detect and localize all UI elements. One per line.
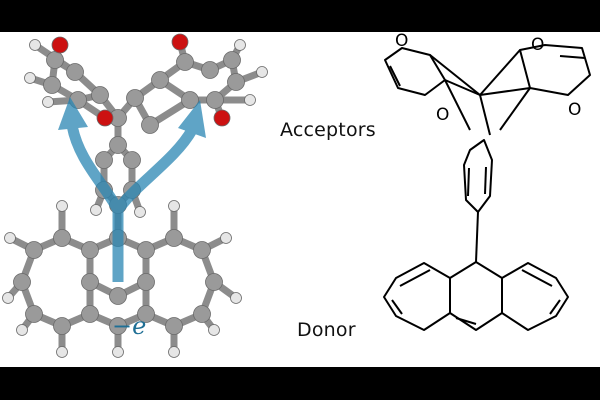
arrow-left-branch <box>66 123 123 213</box>
hydrogen-atom <box>168 346 180 358</box>
hydrogen-atom <box>234 39 246 51</box>
carbon-atom <box>201 61 219 79</box>
hydrogen-atom <box>256 66 268 78</box>
hydrogen-atom <box>208 324 220 336</box>
oxygen-label-4: O <box>568 100 581 120</box>
carbon-atom <box>227 73 245 91</box>
carbon-atom <box>123 151 141 169</box>
carbon-atom <box>25 241 43 259</box>
hydrogen-atom <box>112 346 124 358</box>
bridge-benzene-ring <box>463 139 493 213</box>
oxygen-atom <box>96 109 114 127</box>
hydrogen-atom <box>42 96 54 108</box>
carbon-atom <box>13 273 31 291</box>
top-letterbox <box>0 0 600 32</box>
oxygen-label-2: O <box>436 105 449 125</box>
hydrogen-atom <box>56 200 68 212</box>
hydrogen-atom <box>24 72 36 84</box>
carbon-atom <box>137 273 155 291</box>
carbon-atom <box>109 317 127 335</box>
hydrogen-atom <box>244 94 256 106</box>
carbon-atom <box>91 86 109 104</box>
carbon-atom <box>43 76 61 94</box>
oxygen-label-1: O <box>395 32 408 51</box>
carbon-atom <box>193 241 211 259</box>
oxygen-label-3: O <box>531 35 544 55</box>
hydrogen-atom <box>16 324 28 336</box>
hydrogen-atom <box>90 204 102 216</box>
carbon-atom <box>165 317 183 335</box>
hydrogen-atom <box>220 232 232 244</box>
carbon-atom <box>109 136 127 154</box>
carbon-atom <box>53 317 71 335</box>
anthracene-left-ring <box>383 262 451 331</box>
carbon-atom <box>81 273 99 291</box>
hydrogen-atom <box>56 346 68 358</box>
electron-label: −e <box>112 312 147 340</box>
skeletal-bonds <box>383 44 591 331</box>
carbon-atom <box>46 51 64 69</box>
carbon-atom <box>81 305 99 323</box>
oxygen-atom <box>213 109 231 127</box>
anthracene-right-ring <box>501 262 569 331</box>
carbon-atom <box>206 91 224 109</box>
carbon-atom <box>181 91 199 109</box>
skeletal-oxygens: O O O O <box>395 32 581 125</box>
carbon-atom <box>109 287 127 305</box>
carbon-atom <box>95 151 113 169</box>
carbon-atom <box>176 53 194 71</box>
arrow-right-branch <box>113 127 197 214</box>
hydrogen-atom <box>4 232 16 244</box>
carbon-atom <box>126 89 144 107</box>
bottom-letterbox <box>0 367 600 400</box>
diagram-panel: −e Acceptors Donor <box>0 32 600 367</box>
carbon-atom <box>223 51 241 69</box>
anthracene-center-ring <box>449 261 503 331</box>
carbon-atom <box>193 305 211 323</box>
left-quinone-ring <box>384 47 446 96</box>
carbon-atom <box>66 63 84 81</box>
arrow-right-head <box>178 100 206 138</box>
ball-and-stick-model <box>2 33 268 358</box>
skeletal-structure: O O O O <box>383 32 591 331</box>
hydrogen-atom <box>29 39 41 51</box>
carbon-atom <box>151 71 169 89</box>
hydrogen-atom <box>168 200 180 212</box>
oxygen-atom <box>51 36 69 54</box>
carbon-atom <box>205 273 223 291</box>
arrow-left-head <box>58 97 88 130</box>
carbon-atom <box>137 305 155 323</box>
donor-label: Donor <box>297 319 356 341</box>
carbon-atom <box>53 229 71 247</box>
hydrogen-atom <box>134 206 146 218</box>
carbon-atom <box>137 241 155 259</box>
carbon-atom <box>165 229 183 247</box>
acceptors-label: Acceptors <box>280 119 376 141</box>
electron-transfer-arrow <box>58 97 206 282</box>
carbon-atom <box>25 305 43 323</box>
carbon-atom <box>141 116 159 134</box>
hydrogen-atom <box>2 292 14 304</box>
carbon-atom <box>81 241 99 259</box>
oxygen-atom <box>171 33 189 51</box>
hydrogen-atom <box>230 292 242 304</box>
